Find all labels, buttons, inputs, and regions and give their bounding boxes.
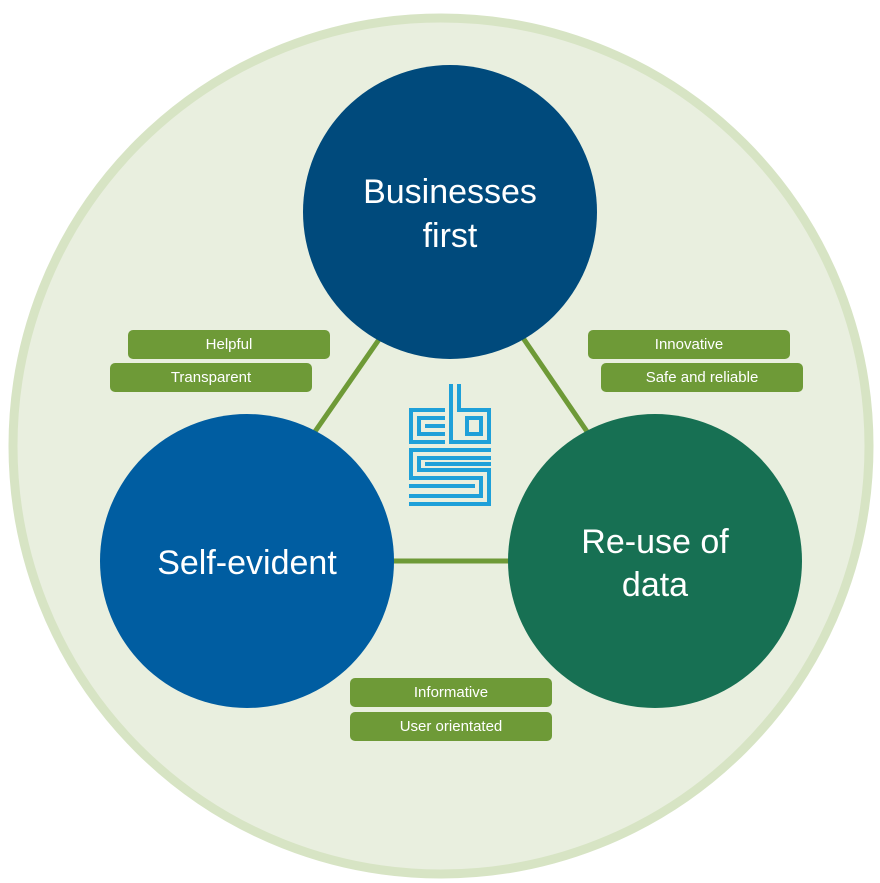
businesses-first-label-line2: first	[423, 217, 478, 255]
node-businesses-first	[303, 65, 597, 359]
reuse-of-data-label-line2: data	[622, 566, 688, 604]
tag-transparent: Transparent	[110, 363, 312, 392]
node-reuse-of-data	[508, 414, 802, 708]
tag-safe-and-reliable: Safe and reliable	[601, 363, 803, 392]
tag-helpful: Helpful	[128, 330, 330, 359]
tag-innovative: Innovative	[588, 330, 790, 359]
tag-user-orientated: User orientated	[350, 712, 552, 741]
tag-informative: Informative	[350, 678, 552, 707]
node-self-evident	[100, 414, 394, 708]
self-evident-label: Self-evident	[157, 544, 337, 582]
connector-top-left	[311, 336, 383, 435]
cbs-logo-icon	[409, 384, 491, 506]
connector-top-right	[518, 333, 591, 435]
reuse-of-data-label-line1: Re-use of	[581, 523, 729, 561]
businesses-first-label-line1: Businesses	[363, 173, 537, 211]
